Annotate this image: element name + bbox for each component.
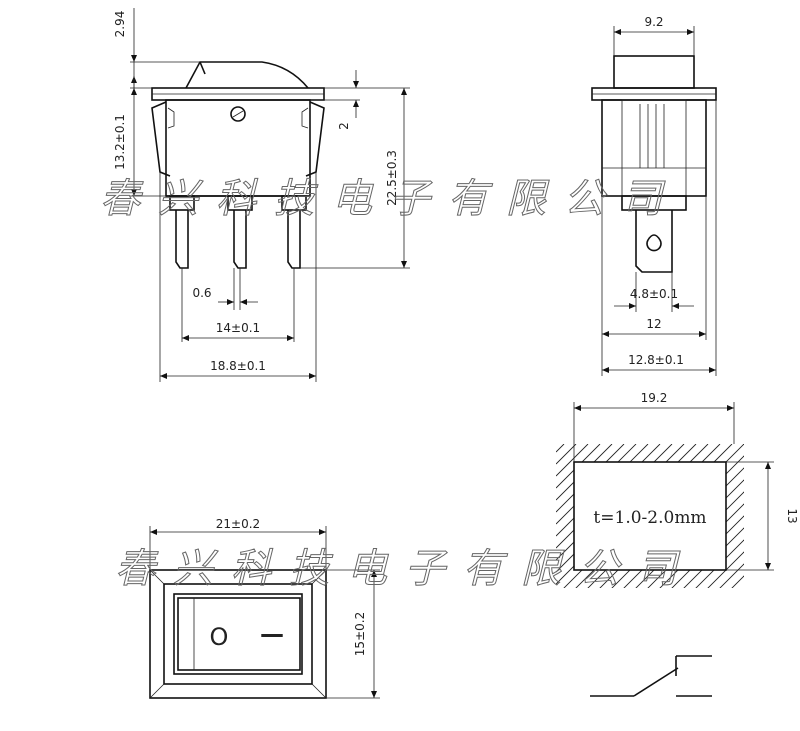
dim-side-rocker-width: 9.2 [644, 15, 663, 29]
watermark-lower: 春兴科技电子有限公司 [115, 546, 695, 592]
dim-front-step: 2 [337, 122, 351, 130]
dim-front-body-height: 13.2±0.1 [113, 114, 127, 170]
dim-cutout-width: 19.2 [641, 391, 668, 405]
dim-bezel-height: 15±0.2 [353, 612, 367, 656]
dim-side-tab-width: 4.8±0.1 [630, 287, 678, 301]
panel-cutout: t=1.0-2.0mm 19.2 13 [556, 391, 799, 588]
watermark-upper: 春兴科技电子有限公司 [100, 176, 680, 222]
bezel-top-view: O — 21±0.2 15±0.2 [149, 517, 380, 699]
rocker-on-symbol: — [260, 620, 284, 648]
front-view: 2.94 13.2±0.1 22.5±0.3 2 0.6 14±0.1 18.8… [113, 8, 410, 382]
panel-thickness-label: t=1.0-2.0mm [593, 508, 706, 528]
dim-body-width: 18.8±0.1 [210, 359, 266, 373]
rocker-off-symbol: O [210, 623, 229, 651]
dim-front-total-height: 22.5±0.3 [385, 150, 399, 206]
dim-pin-width: 0.6 [192, 286, 211, 300]
switch-schematic-symbol [590, 655, 712, 697]
dim-front-top-height: 2.94 [113, 11, 127, 38]
dim-cutout-height: 13 [785, 508, 799, 523]
dim-bezel-width: 21±0.2 [216, 517, 260, 531]
dim-side-total-width: 12.8±0.1 [628, 353, 684, 367]
dim-side-body-width: 12 [646, 317, 661, 331]
side-view: 9.2 4.8±0.1 12 12.8±0.1 [591, 15, 717, 376]
dim-pin-pitch: 14±0.1 [216, 321, 260, 335]
front-pins [169, 195, 307, 269]
